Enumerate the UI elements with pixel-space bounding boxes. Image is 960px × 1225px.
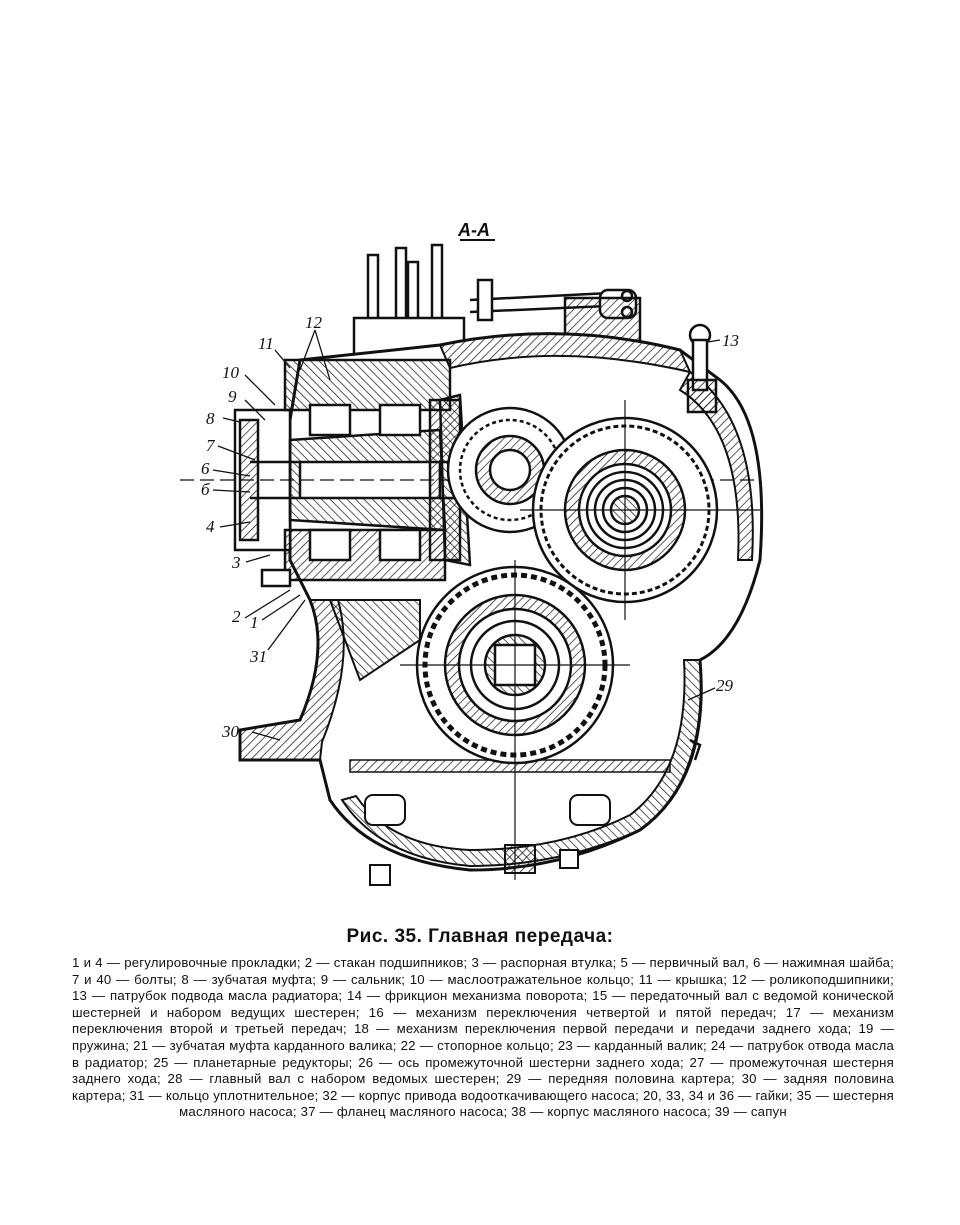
callout-4: 4 [206,517,215,536]
oil-pipe-fitting [686,323,718,761]
callout-12: 12 [305,313,323,332]
right-gear [520,400,760,620]
callout-7: 7 [206,436,216,455]
callout-6: 6 [201,459,210,478]
callout-3: 3 [231,553,241,572]
callout-leaders [212,239,721,741]
callout-11: 11 [258,334,274,353]
callout-8: 8 [206,409,215,428]
callout-10: 10 [222,363,240,382]
callout-29: 29 [716,676,734,695]
callout-30: 30 [221,722,240,741]
input-shaft-assembly [233,358,462,588]
figure-caption: Рис. 35. Главная передача: [346,926,614,947]
section-label: А-А [457,220,490,240]
callout-1: 1 [250,613,259,632]
callout-6b: б [201,480,210,499]
callout-labels: А-А 12 11 10 9 8 7 6 б 4 3 2 1 31 30 29 … [201,220,739,741]
callout-9: 9 [228,387,237,406]
lower-gear [400,560,630,880]
gearbox-section-drawing: А-А 12 11 10 9 8 7 6 б 4 3 2 1 31 30 29 … [180,220,764,886]
callout-31: 31 [249,647,267,666]
figure-legend: 1 и 4 — регулировочные прокладки; 2 — ст… [72,955,894,1120]
callout-2: 2 [232,607,241,626]
callout-13: 13 [722,331,739,350]
